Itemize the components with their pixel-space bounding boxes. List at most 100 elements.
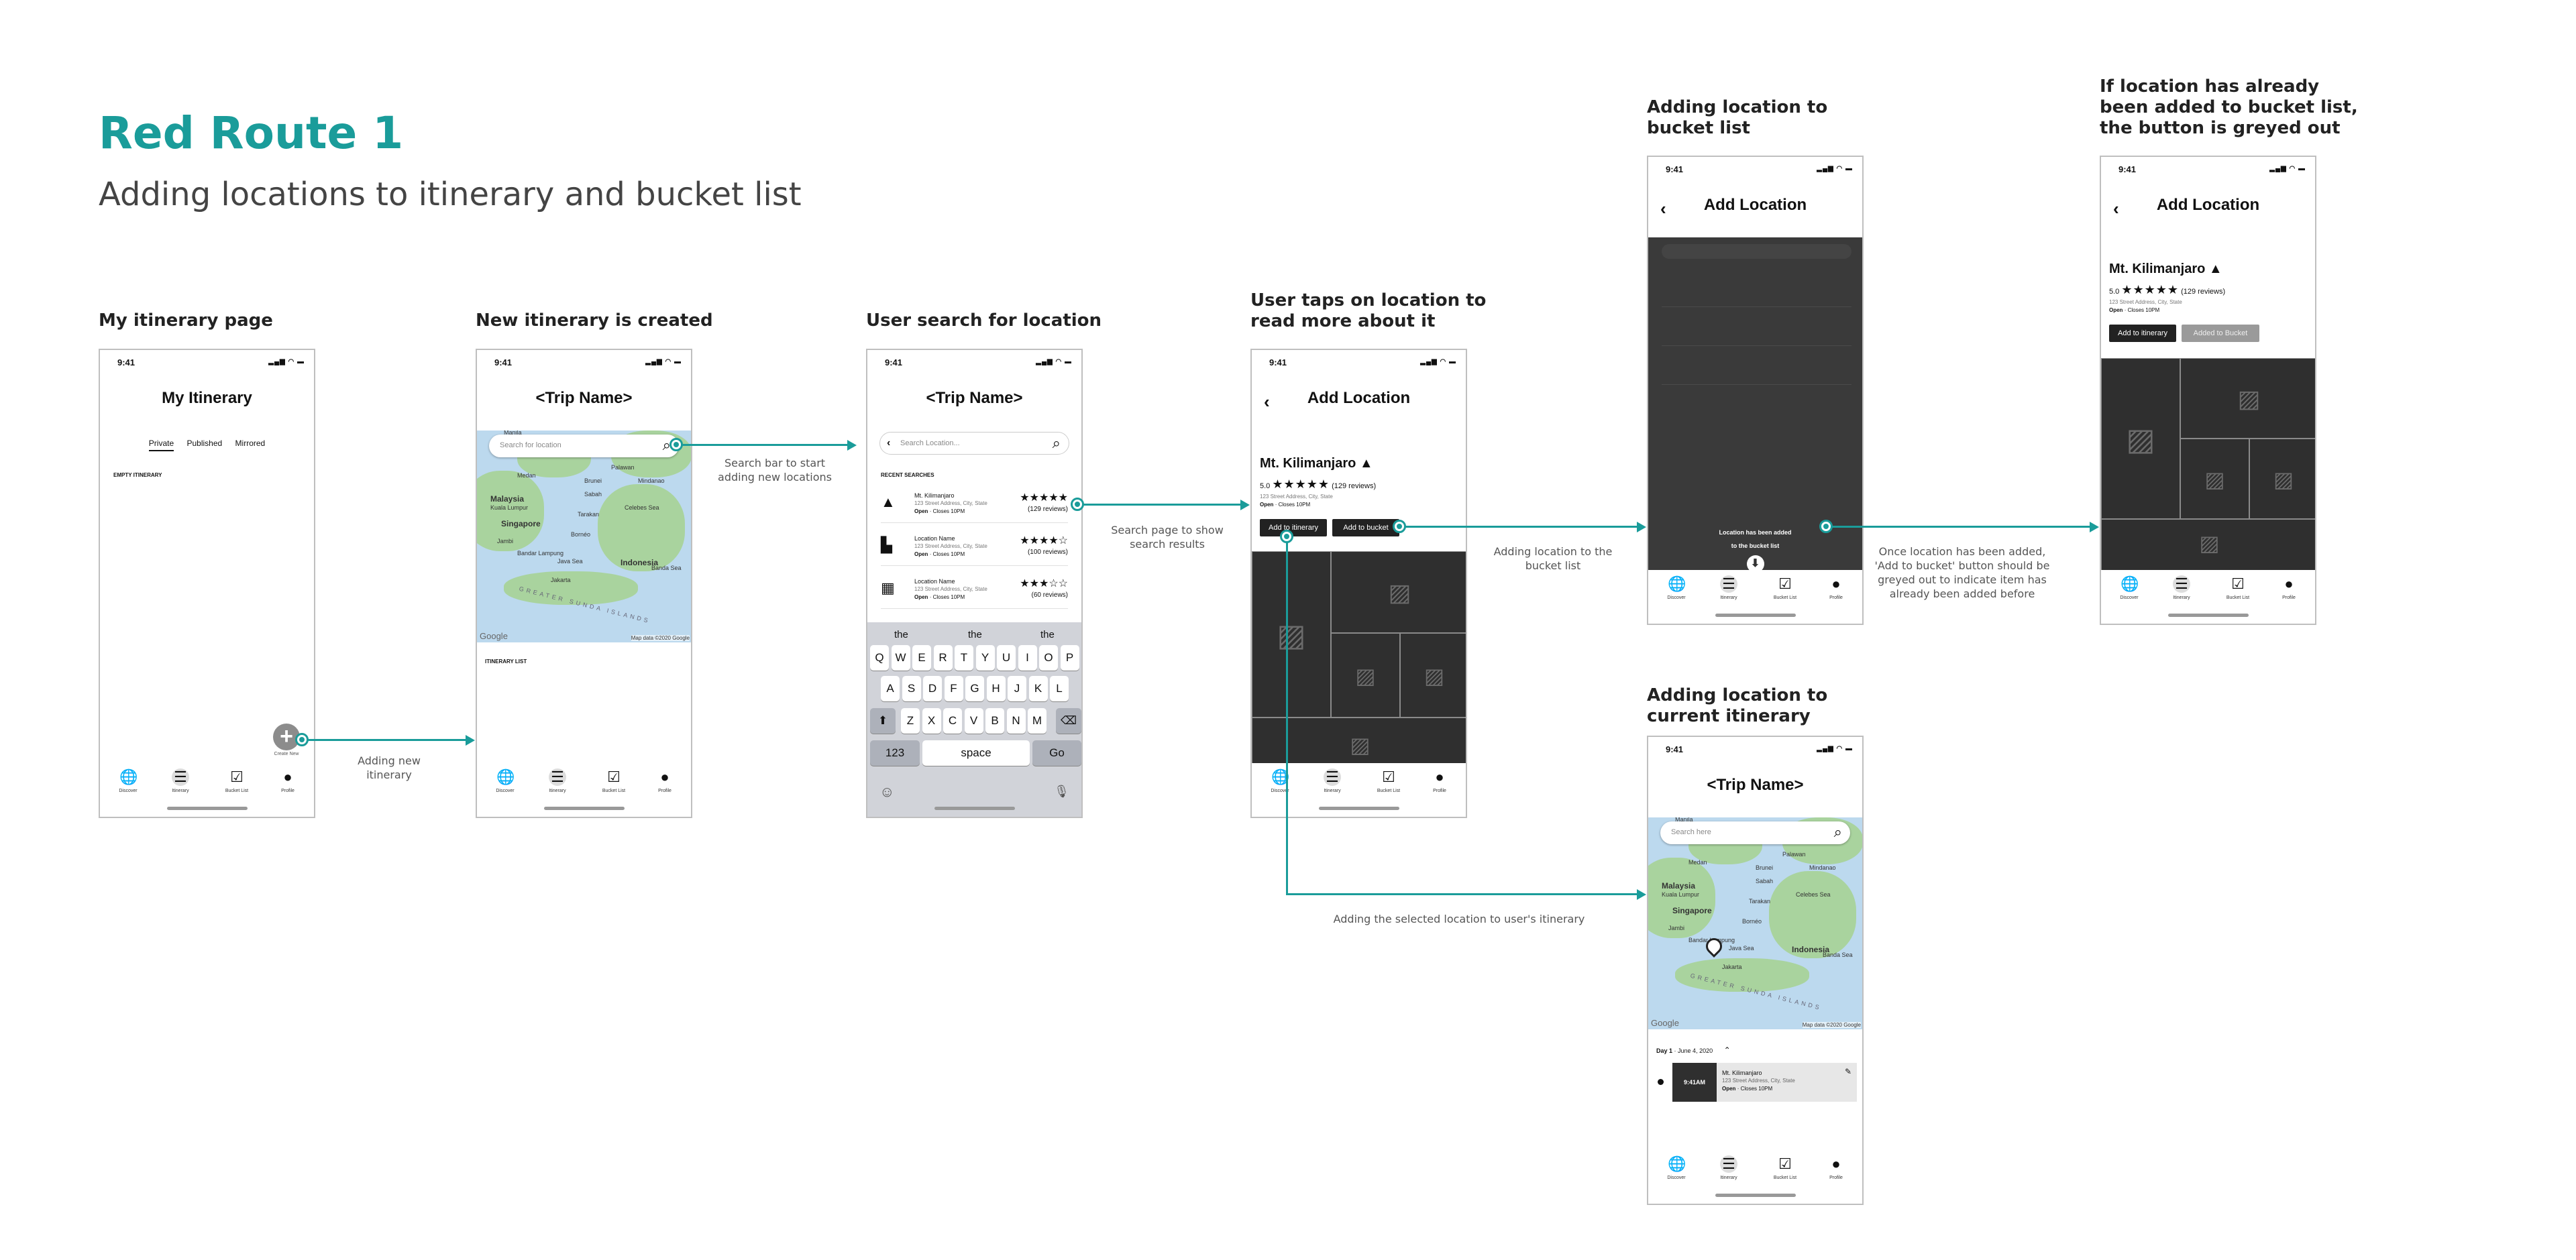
map-land	[1769, 871, 1856, 958]
search-result[interactable]: ▦ Location Name 123 Street Address, City…	[881, 569, 1068, 609]
go-key[interactable]: Go	[1032, 740, 1081, 766]
nav-discover[interactable]: 🌐Discover	[2109, 575, 2149, 600]
suggestion[interactable]: the	[894, 629, 908, 640]
nav-itinerary[interactable]: ☰Itinerary	[1709, 1155, 1749, 1180]
delete-key[interactable]: ⌫	[1056, 708, 1081, 734]
tab-mirrored[interactable]: Mirrored	[235, 439, 266, 448]
nav-bucket-list[interactable]: ☑Bucket List	[1765, 575, 1805, 600]
letter-key[interactable]: G	[965, 676, 984, 701]
back-button[interactable]: ‹	[1264, 392, 1270, 412]
itinerary-item-card[interactable]: 9:41AM Mt. Kilimanjaro 123 Street Addres…	[1672, 1063, 1857, 1102]
tab-private[interactable]: Private	[148, 439, 174, 451]
edit-icon[interactable]: ✎	[1844, 1067, 1851, 1076]
letter-key[interactable]: B	[985, 708, 1004, 734]
letter-key[interactable]: N	[1006, 708, 1026, 734]
nav-profile[interactable]: ●Profile	[645, 768, 685, 793]
search-bar[interactable]: Search for location ⌕	[489, 435, 679, 457]
nav-discover[interactable]: 🌐Discover	[108, 768, 148, 793]
letter-key[interactable]: I	[1018, 645, 1037, 671]
letter-key[interactable]: X	[922, 708, 941, 734]
letter-key[interactable]: K	[1028, 676, 1048, 701]
nav-itinerary[interactable]: ☰Itinerary	[160, 768, 201, 793]
letter-key[interactable]: C	[943, 708, 962, 734]
google-logo: Google	[1651, 1018, 1679, 1028]
map-view[interactable]: Malaysia Singapore Indonesia Kuala Lumpu…	[477, 431, 691, 642]
nav-bucket-list[interactable]: ☑Bucket List	[1368, 768, 1409, 793]
letter-key[interactable]: U	[997, 645, 1016, 671]
letter-key[interactable]: T	[955, 645, 973, 671]
suggestion[interactable]: the	[1040, 629, 1055, 640]
letter-key[interactable]: A	[881, 676, 900, 701]
screen-header: <Trip Name>	[926, 389, 1023, 407]
result-stars: ★★★☆☆	[1020, 578, 1068, 589]
nav-discover[interactable]: 🌐Discover	[1656, 575, 1697, 600]
emoji-key[interactable]: ☺	[879, 783, 895, 800]
nav-profile[interactable]: ●Profile	[1816, 1155, 1856, 1180]
letter-key[interactable]: F	[944, 676, 963, 701]
letter-key[interactable]: S	[902, 676, 921, 701]
nav-itinerary[interactable]: ☰Itinerary	[537, 768, 578, 793]
letter-key[interactable]: D	[923, 676, 942, 701]
letter-key[interactable]: Q	[870, 645, 889, 671]
dimmed-result	[1662, 278, 1851, 307]
nav-profile[interactable]: ●Profile	[2269, 575, 2309, 600]
microphone-key[interactable]: 🎙	[1054, 785, 1069, 798]
letter-key[interactable]: Y	[975, 645, 995, 671]
note-line: 'Add to bucket' button should be	[1874, 559, 2050, 572]
nav-discover[interactable]: 🌐Discover	[1656, 1155, 1697, 1180]
result-address: 123 Street Address, City, State	[914, 543, 987, 549]
closes-label: · Closes 10PM	[929, 551, 965, 557]
numbers-key[interactable]: 123	[870, 740, 920, 766]
letter-key[interactable]: O	[1039, 645, 1058, 671]
map-view[interactable]: Malaysia Singapore Indonesia Kuala Lumpu…	[1648, 817, 1862, 1029]
back-button[interactable]: ‹	[1660, 198, 1666, 219]
add-to-itinerary-button[interactable]: Add to itinerary	[2109, 325, 2176, 342]
letter-key[interactable]: L	[1050, 676, 1069, 701]
globe-icon: 🌐	[1668, 1155, 1686, 1172]
search-bar[interactable]: Search here ⌕	[1660, 821, 1850, 844]
note-line: adding new locations	[718, 471, 832, 483]
nav-discover[interactable]: 🌐Discover	[1260, 768, 1300, 793]
space-key[interactable]: space	[922, 740, 1030, 766]
letter-key[interactable]: W	[891, 645, 910, 671]
add-to-itinerary-button[interactable]: Add to itinerary	[1260, 519, 1327, 536]
page-title: Red Route 1	[99, 107, 404, 159]
letter-key[interactable]: V	[964, 708, 983, 734]
nav-profile[interactable]: ●Profile	[1816, 575, 1856, 600]
status-bar: 9:41 ▂▄▆ ◠ ▬	[867, 350, 1081, 374]
nav-bucket-list[interactable]: ☑Bucket List	[217, 768, 257, 793]
letter-key[interactable]: E	[912, 645, 931, 671]
nav-profile[interactable]: ●Profile	[268, 768, 308, 793]
letter-key[interactable]: M	[1028, 708, 1046, 734]
search-result[interactable]: ▲ Mt. Kilimanjaro 123 Street Address, Ci…	[881, 483, 1068, 523]
list-icon: ☰	[2173, 575, 2190, 593]
nav-itinerary[interactable]: ☰Itinerary	[1709, 575, 1749, 600]
search-result[interactable]: ▙ Location Name 123 Street Address, City…	[881, 526, 1068, 566]
status-time: 9:41	[494, 357, 513, 367]
day-header[interactable]: Day 1 · June 4, 2020 ⌃	[1656, 1045, 1731, 1055]
letter-key[interactable]: R	[933, 645, 953, 671]
nav-bucket-list[interactable]: ☑Bucket List	[594, 768, 634, 793]
nav-bucket-list[interactable]: ☑Bucket List	[1765, 1155, 1805, 1180]
search-input[interactable]: ‹ Search Location... ⌕	[879, 432, 1069, 455]
map-label: Medan	[1688, 859, 1707, 866]
nav-profile[interactable]: ●Profile	[1419, 768, 1460, 793]
nav-discover[interactable]: 🌐Discover	[485, 768, 525, 793]
status-icons: ▂▄▆ ◠ ▬	[1817, 745, 1853, 752]
add-to-bucket-button[interactable]: Add to bucket	[1332, 519, 1399, 536]
step-label-line: the button is greyed out	[2100, 118, 2341, 138]
letter-key[interactable]: J	[1008, 676, 1026, 701]
arrow-head	[1637, 889, 1646, 900]
chevron-left-icon: ‹	[1264, 392, 1270, 412]
nav-bucket-list[interactable]: ☑Bucket List	[2218, 575, 2258, 600]
suggestion[interactable]: the	[968, 629, 982, 640]
letter-key[interactable]: P	[1060, 645, 1079, 671]
letter-key[interactable]: Z	[901, 708, 920, 734]
shift-key[interactable]: ⬆	[870, 708, 896, 734]
letter-key[interactable]: H	[986, 676, 1006, 701]
nav-itinerary[interactable]: ☰Itinerary	[2161, 575, 2202, 600]
tab-published[interactable]: Published	[186, 439, 223, 448]
nav-itinerary[interactable]: ☰Itinerary	[1312, 768, 1352, 793]
back-button[interactable]: ‹	[2113, 198, 2119, 219]
map-label: Mindanao	[1809, 864, 1836, 871]
